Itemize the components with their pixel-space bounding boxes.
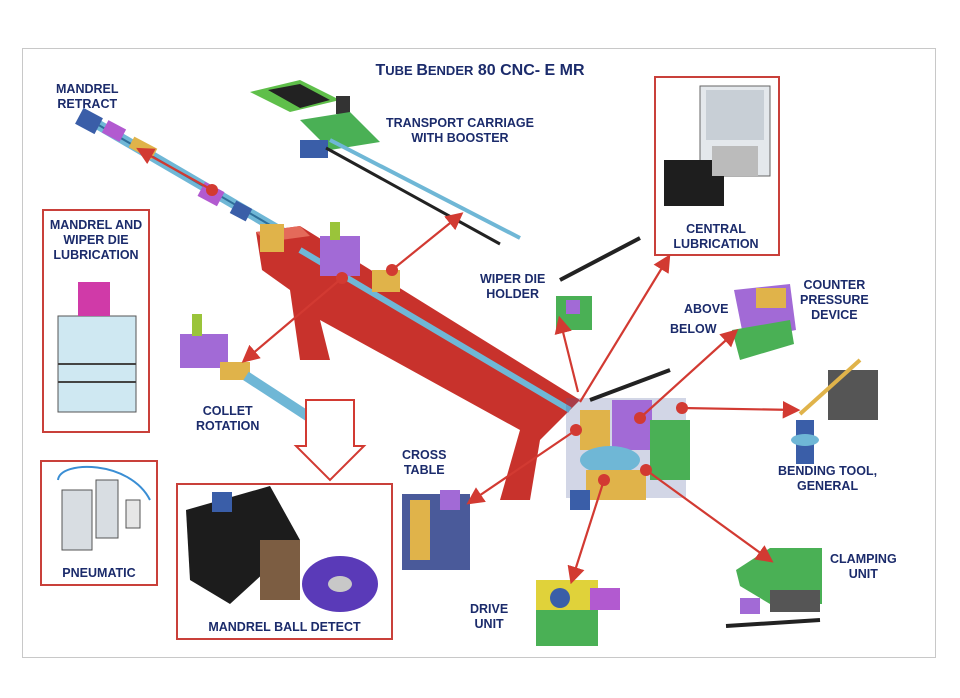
drive-unit-assembly [536,580,620,646]
label-pneumatic: PNEUMATIC [62,566,136,580]
clamping-unit-assembly [725,548,822,628]
callout-arrows [136,147,801,585]
cross-table-assembly [402,490,470,570]
label-mandrel-ball-detect: MANDREL BALL DETECT [208,620,361,634]
transport-carriage-assembly [250,80,521,246]
hollow-down-arrow [293,399,367,482]
pneumatic-unit [57,465,151,551]
label-above: ABOVE [684,302,729,316]
label-bending-tool: BENDING TOOL,GENERAL [778,464,878,493]
counter-pressure-assembly [732,284,796,360]
wiper-die-holder-assembly [556,236,641,330]
label-below: BELOW [670,322,717,336]
central-lubrication-pump [664,85,771,206]
bend-head-assembly [566,368,690,510]
mandrel-lubrication-pump [57,282,137,413]
mandrel-ball-detect-device [186,486,378,612]
diagram-title: TUBE BENDER 80 CNC- E MR [375,62,585,79]
bending-tool-assembly [791,358,878,464]
